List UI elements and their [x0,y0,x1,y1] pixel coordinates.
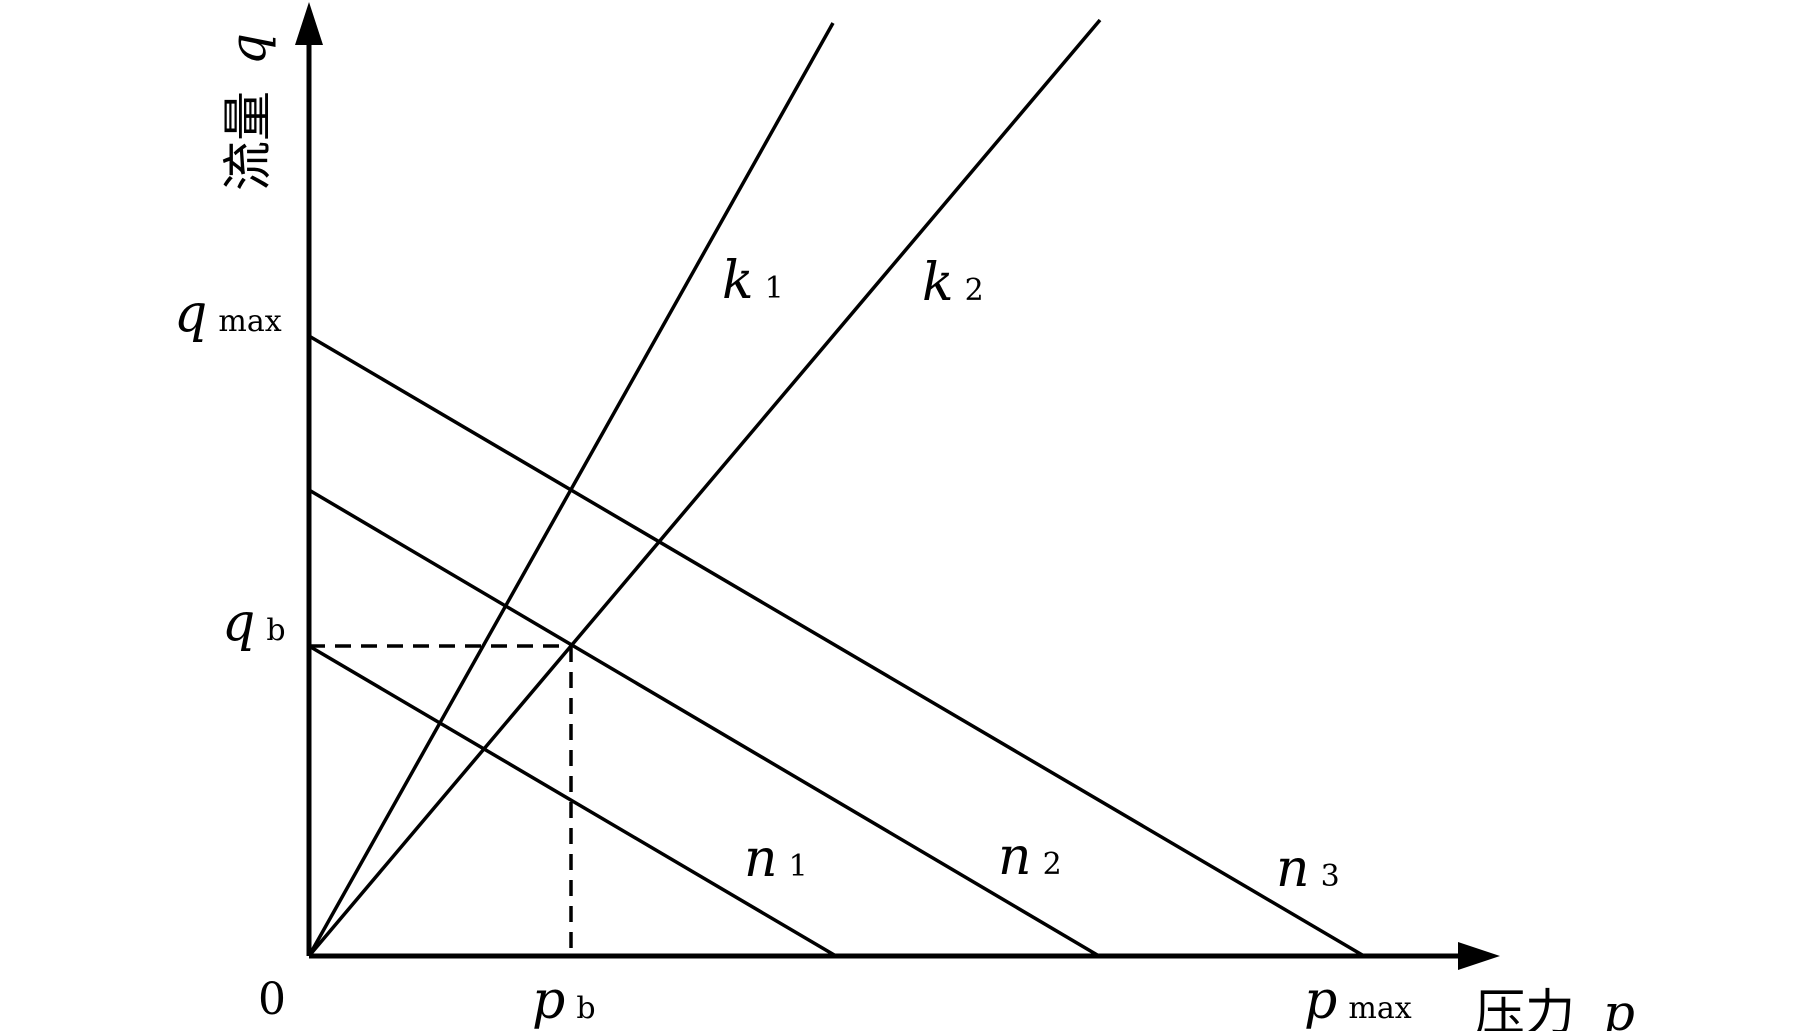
n2-symbol: n [998,827,1032,887]
q-b-label: q b [222,593,286,653]
k1-label: k 1 [722,251,784,311]
n2-label: n 2 [998,827,1062,887]
x-axis-title: 压力 p [1475,984,1635,1031]
n3-sub: 3 [1321,859,1340,894]
svg-text:流量 q: 流量 q [219,33,277,191]
y-axis-title-text: 流量 [219,91,277,191]
q-max-sub: max [218,304,281,339]
k2-symbol: k [922,253,954,313]
origin-label: 0 [258,974,286,1025]
k1-sub: 1 [765,271,784,306]
n2-sub: 2 [1043,847,1062,882]
x-axis-title-text: 压力 [1475,984,1575,1031]
y-axis-arrowhead [295,2,323,45]
q-b-sub: b [266,613,285,648]
q-b-symbol: q [222,593,255,653]
line-n3 [308,334,1365,958]
n1-symbol: n [744,829,778,889]
y-axis-title-symbol: q [219,33,277,65]
x-axis-title-symbol: p [1603,984,1635,1031]
q-max-label: q max [174,284,282,344]
n3-symbol: n [1276,839,1310,899]
n1-label: n 1 [744,829,808,889]
p-max-symbol: p [1304,971,1337,1031]
line-k2 [307,18,1102,958]
x-axis-arrowhead [1458,942,1500,970]
p-max-sub: max [1348,991,1411,1026]
p-max-label: p max [1304,971,1412,1031]
y-axis-title: 流量 q [219,33,277,191]
line-n2 [308,488,1100,958]
line-n1 [308,644,837,958]
p-b-sub: b [576,991,595,1026]
k1-symbol: k [722,251,754,311]
k2-label: k 2 [922,253,984,313]
n3-label: n 3 [1276,839,1340,899]
p-b-symbol: p [532,971,565,1031]
k2-sub: 2 [965,273,984,308]
n1-sub: 1 [789,849,808,884]
q-max-symbol: q [174,284,207,344]
p-b-label: p b [532,971,596,1031]
